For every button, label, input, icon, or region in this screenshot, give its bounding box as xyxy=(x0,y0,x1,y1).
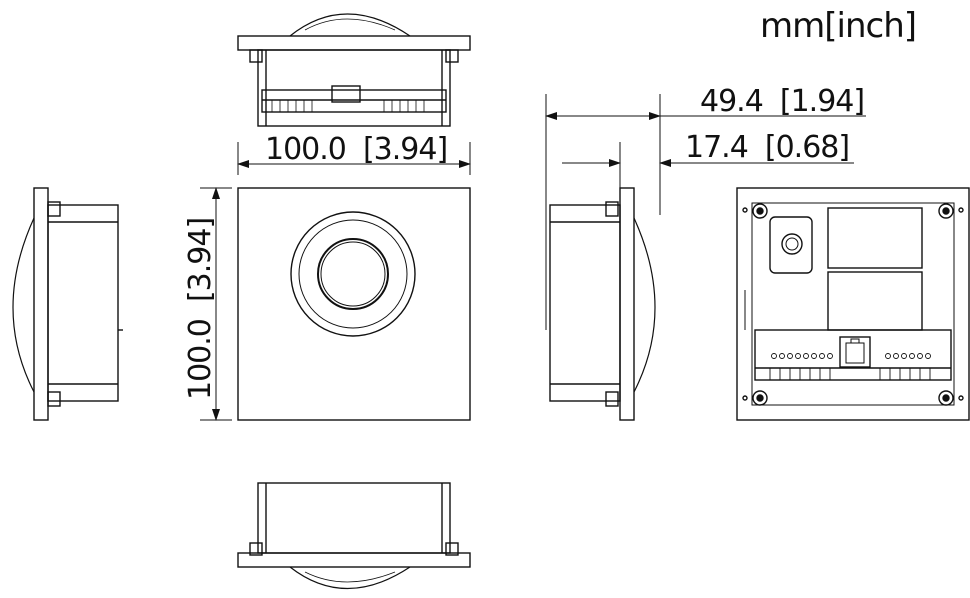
side-depth-dimension xyxy=(545,94,866,330)
front-width-dimension xyxy=(237,142,471,175)
front-view xyxy=(237,187,471,421)
front-height-label: 100.0 [3.94] xyxy=(183,218,218,400)
front-width-label: 100.0 [3.94] xyxy=(265,132,447,167)
right-side-view xyxy=(549,187,656,421)
top-view xyxy=(237,13,471,127)
left-view xyxy=(12,187,123,421)
side-lens-label: 17.4 [0.68] xyxy=(685,130,849,165)
rear-view xyxy=(736,187,970,421)
side-lens-dimension xyxy=(562,142,854,188)
side-depth-label: 49.4 [1.94] xyxy=(700,84,864,119)
front-height-dimension xyxy=(200,187,232,421)
bottom-view xyxy=(237,482,471,590)
units-label: mm[inch] xyxy=(760,6,916,46)
